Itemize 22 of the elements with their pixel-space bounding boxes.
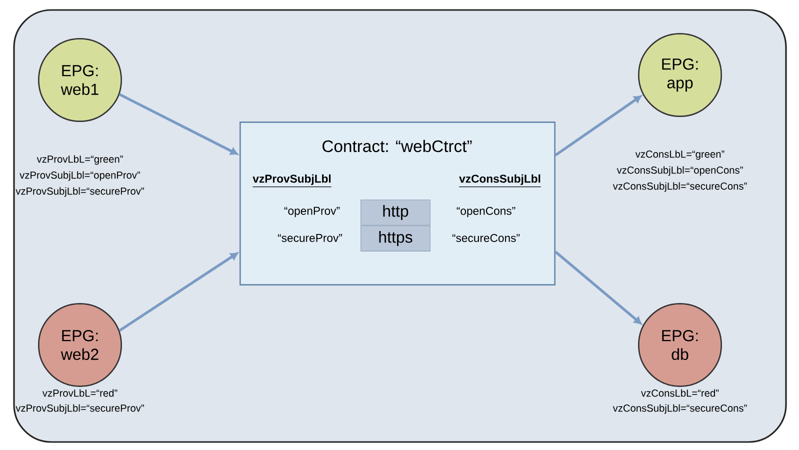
label-text: vzProvSubjLbl=“secureProv” <box>16 404 144 414</box>
column-header: vzConsSubjLbl <box>458 174 542 188</box>
subject-label: “secureProv” <box>278 234 342 242</box>
label-text: vzConsSubjLbl=“secureCons” <box>612 182 747 192</box>
label-text: vzConsSubjLbl=“openCons” <box>616 166 743 176</box>
label-text: vzProvSubjLbl=“secureProv” <box>16 187 144 197</box>
arrow <box>554 95 642 156</box>
label-text: vzProvSubjLbl=“openProv” <box>20 171 140 181</box>
protocol-cell: https <box>360 226 430 252</box>
label-text: vzConsLbL=“red” <box>641 389 719 397</box>
protocol-cell: http <box>360 200 430 226</box>
label-text: vzProvLbL=“red” <box>42 389 118 397</box>
label-text: vzConsSubjLbl=“secureCons” <box>612 404 747 414</box>
subject-label: “openProv” <box>284 206 340 218</box>
label-text: vzConsLbL=“green” <box>635 150 724 160</box>
arrow <box>118 93 238 155</box>
arrow <box>118 252 238 332</box>
column-header: vzProvSubjLbl <box>252 174 332 188</box>
arrow <box>554 250 642 324</box>
subject-label: “secureCons” <box>452 234 520 242</box>
subject-label: “openCons” <box>456 206 516 218</box>
label-text: vzProvLbL=“green” <box>36 155 123 165</box>
